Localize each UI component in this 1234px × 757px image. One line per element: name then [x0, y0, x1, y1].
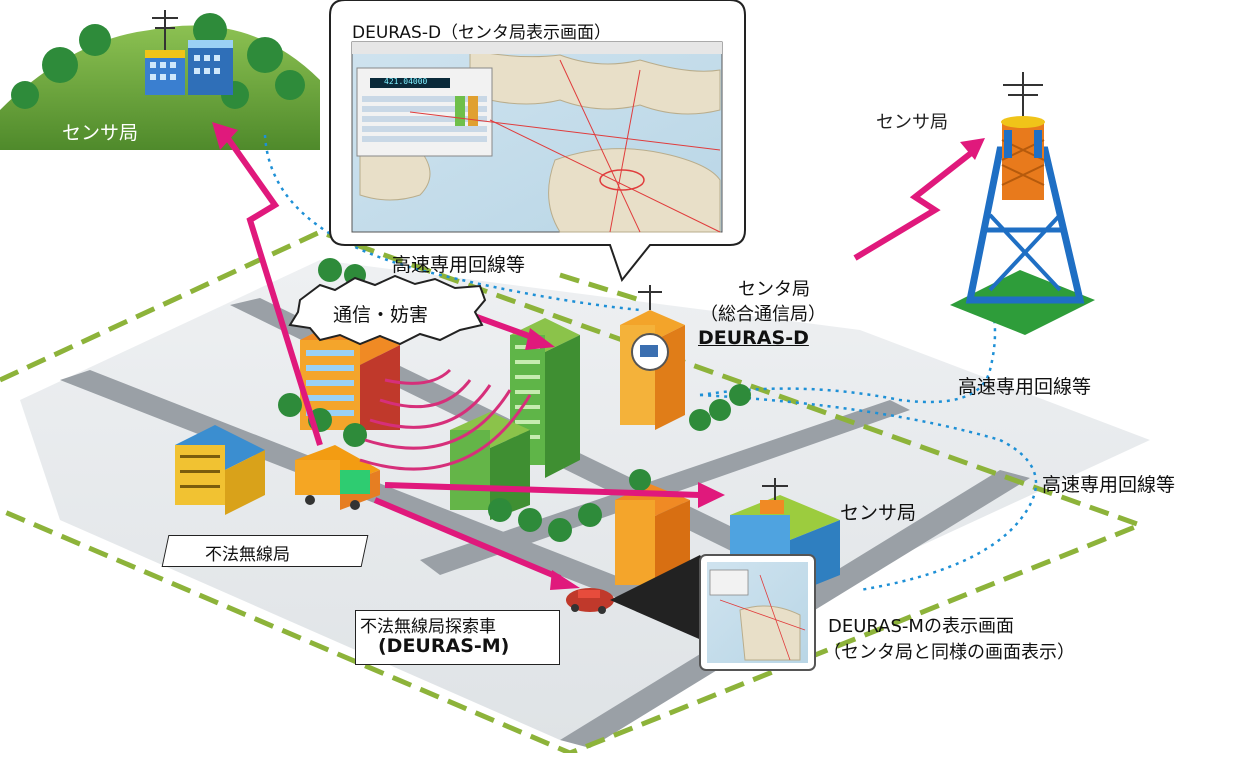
label-search-vehicle-system: (DEURAS-M) — [378, 635, 510, 657]
label-callout-title: DEURAS-D（センタ局表示画面） — [352, 23, 612, 43]
screen-frequency-readout: 421.04000 — [384, 77, 428, 86]
label-interference: 通信・妨害 — [333, 304, 429, 326]
label-highspeed-right: 高速専用回線等 — [958, 376, 1092, 398]
label-deuras-m-display-note: （センタ局と同様の画面表示） — [823, 642, 1075, 663]
label-search-vehicle: 不法無線局探索車 — [360, 617, 496, 637]
label-sensor-top-right: センサ局 — [876, 112, 948, 133]
deuras-m-callout — [610, 554, 816, 671]
search-vehicle-car-icon — [566, 588, 614, 614]
label-highspeed-top: 高速専用回線等 — [392, 254, 526, 276]
signal-arrows — [212, 122, 985, 590]
label-center-station-org: （総合通信局） — [700, 304, 826, 325]
network-lines — [263, 134, 1038, 592]
interference-waves — [359, 368, 532, 471]
label-center-station-system: DEURAS-D — [698, 327, 809, 349]
label-illegal-station: 不法無線局 — [205, 545, 290, 565]
interference-burst — [288, 274, 487, 346]
search-vehicle-box — [355, 610, 560, 665]
label-deuras-m-display: DEURAS-Mの表示画面 — [828, 616, 1014, 637]
illegal-station-truck-icon — [295, 445, 380, 510]
label-highspeed-bottom-right: 高速専用回線等 — [1042, 474, 1176, 496]
deuras-d-callout — [329, 0, 746, 283]
hill-sensor-station — [0, 10, 320, 150]
coverage-area-border — [0, 229, 1148, 756]
sensor-tower-icon — [950, 72, 1095, 335]
label-center-station: センタ局 — [738, 279, 810, 300]
label-sensor-top-left: センサ局 — [62, 122, 139, 144]
label-sensor-bottom-right: センサ局 — [840, 502, 917, 524]
